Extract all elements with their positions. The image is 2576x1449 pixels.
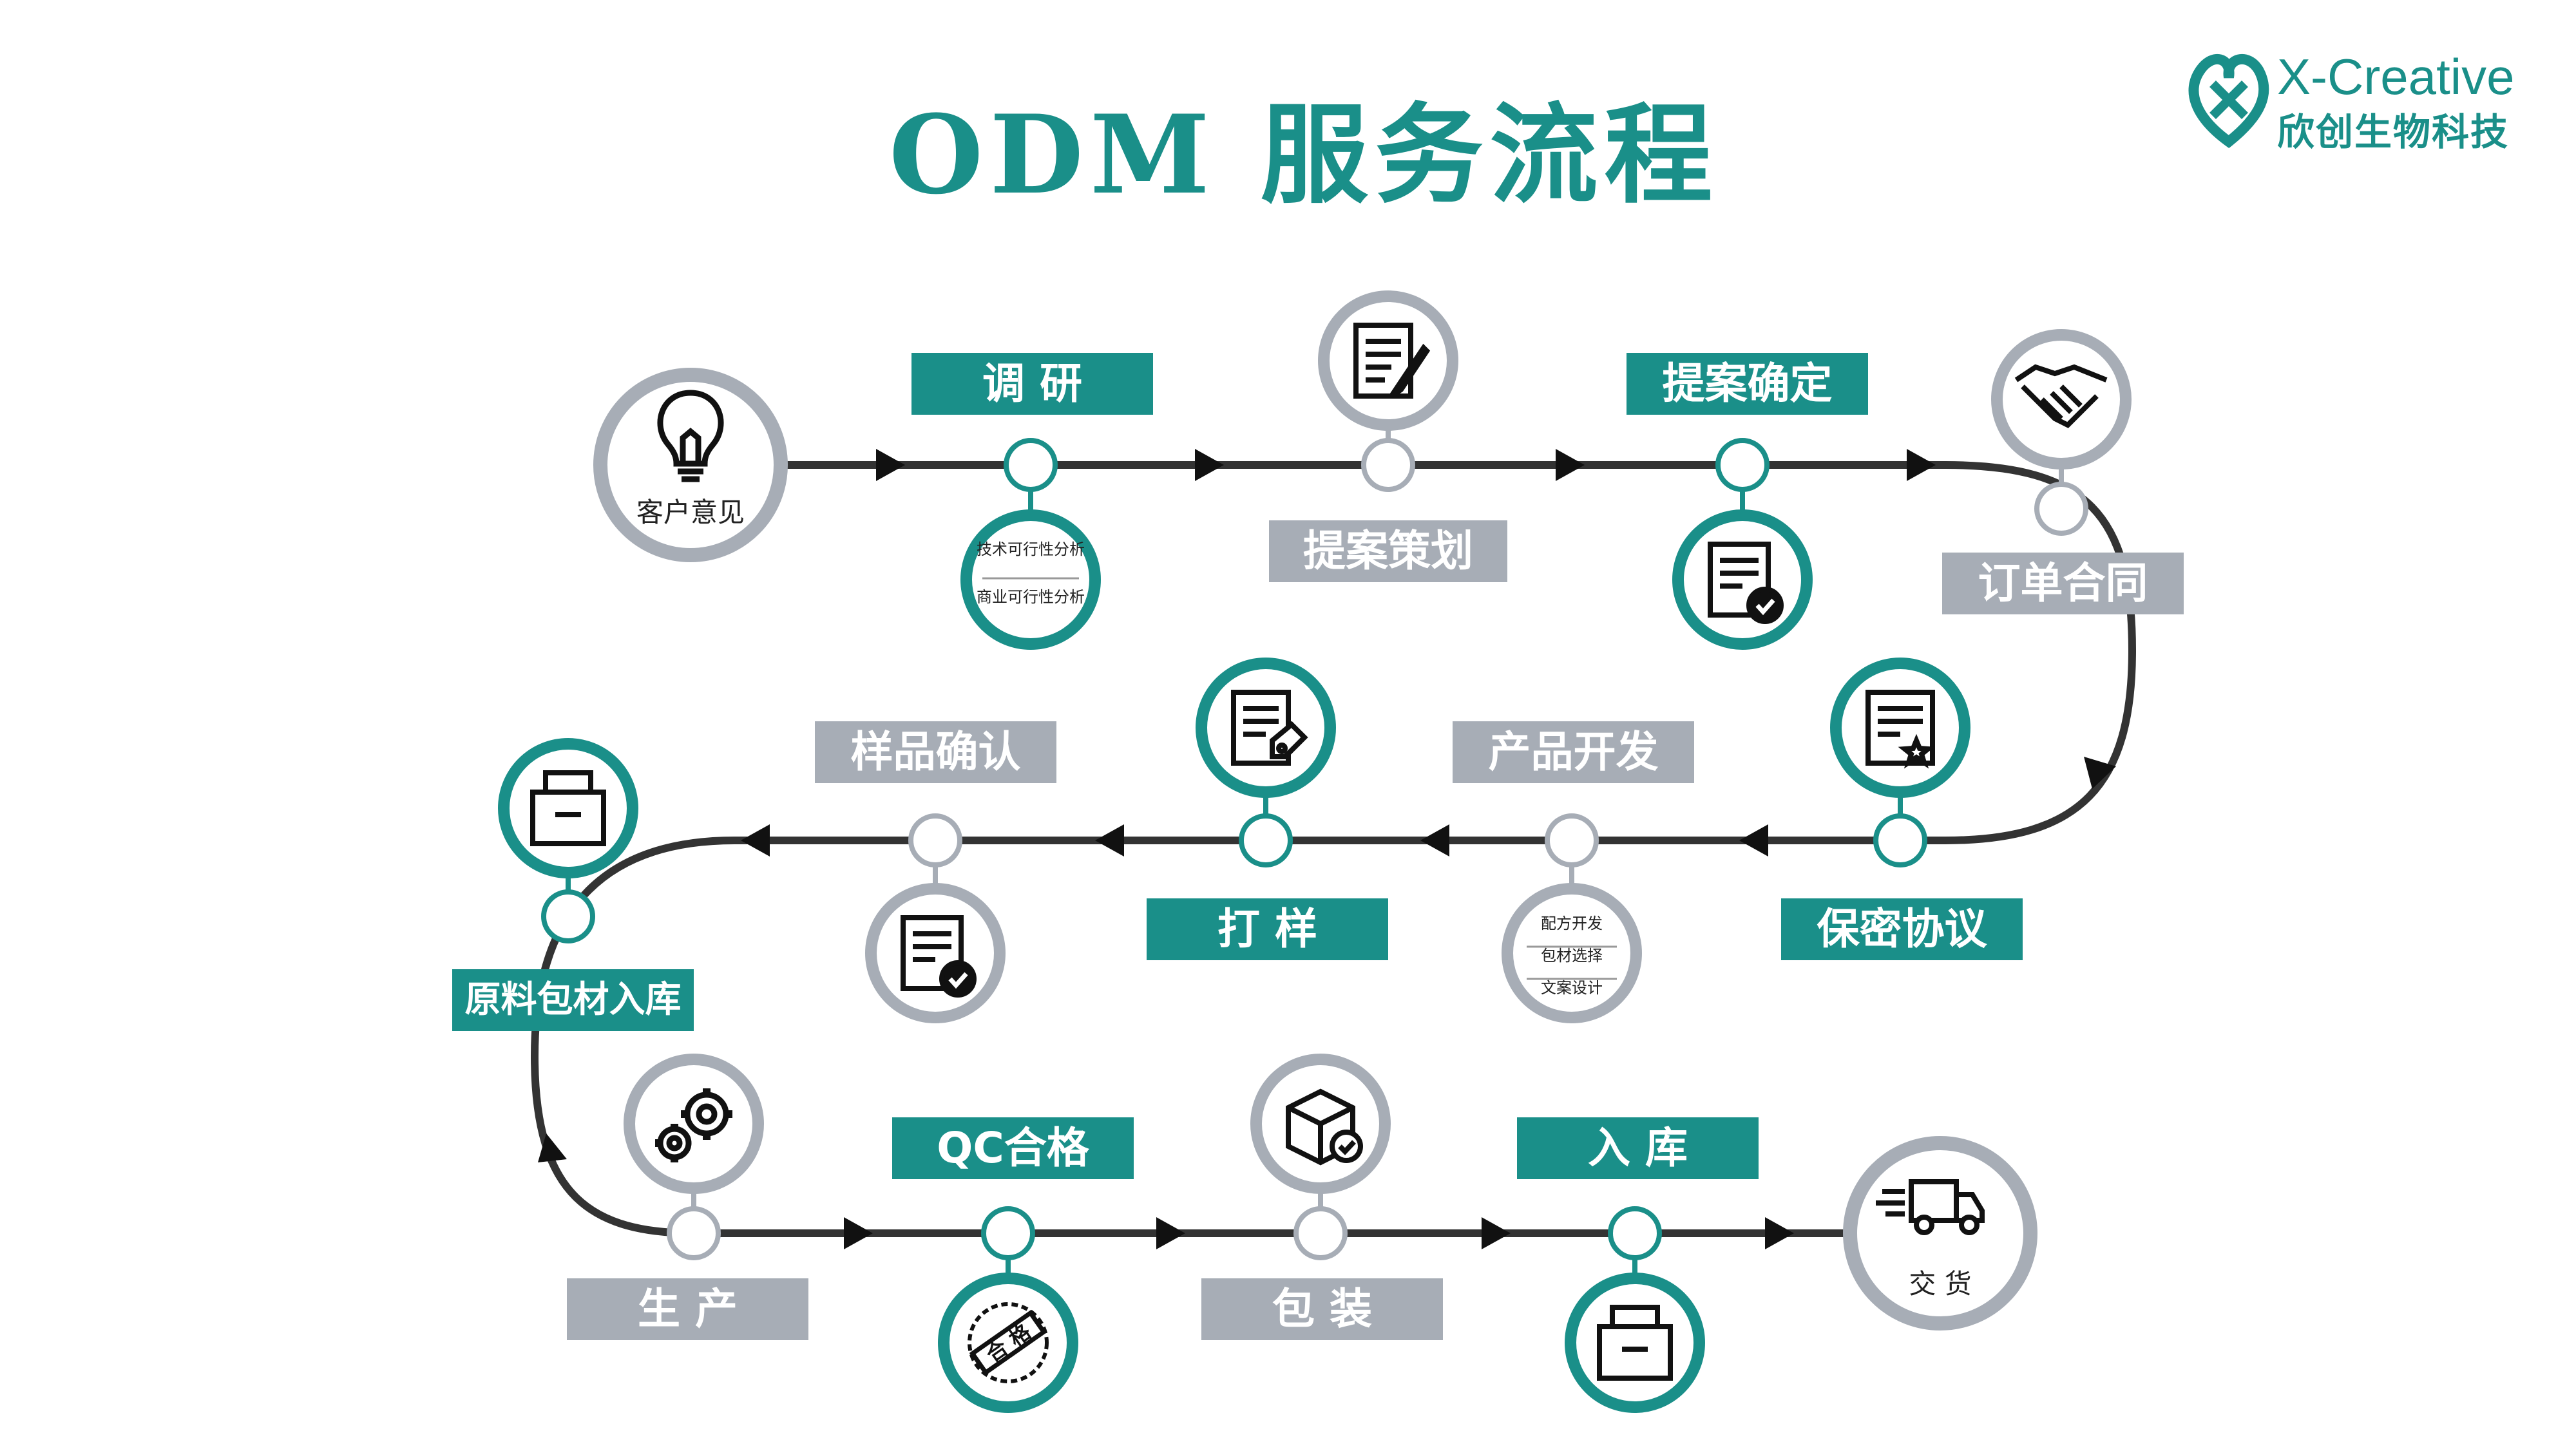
node-dot bbox=[981, 1206, 1035, 1260]
page-title: ODM 服务流程 bbox=[889, 91, 1719, 218]
gears-icon bbox=[655, 1088, 732, 1162]
document-check-icon bbox=[901, 915, 977, 998]
icon-circle-warehouse bbox=[1565, 1273, 1705, 1413]
step-label-research: 调 研 bbox=[911, 353, 1153, 415]
step-label-sample-confirm: 样品确认 bbox=[815, 721, 1056, 783]
document-tag-icon bbox=[1231, 690, 1308, 766]
arrow bbox=[1765, 1217, 1794, 1249]
company-logo: X-Creative 欣创生物科技 bbox=[2187, 45, 2548, 155]
step-label-production: 生 产 bbox=[567, 1278, 808, 1340]
icon-circle-sampling bbox=[1196, 658, 1336, 798]
icon-circle-packaging bbox=[1250, 1054, 1391, 1194]
step-label-warehouse: 入 库 bbox=[1517, 1117, 1759, 1179]
arrow bbox=[2084, 757, 2116, 789]
step-label-packaging: 包 装 bbox=[1201, 1278, 1443, 1340]
delivery-truck-icon bbox=[1876, 1179, 1985, 1235]
arrow bbox=[1095, 824, 1124, 857]
icon-circle-proposal-plan bbox=[1318, 290, 1458, 431]
step-label-development: 产品开发 bbox=[1453, 721, 1694, 783]
node-dot bbox=[1361, 438, 1415, 492]
start-node-label: 客户意见 bbox=[636, 497, 745, 528]
step-label-proposal-plan: 提案策划 bbox=[1269, 520, 1507, 582]
arrow bbox=[741, 824, 770, 857]
node-dot bbox=[1004, 438, 1058, 492]
node-dot bbox=[541, 889, 595, 943]
document-edit-icon bbox=[1353, 323, 1431, 399]
logo-heart-icon bbox=[2188, 53, 2269, 149]
node-dot bbox=[1239, 813, 1293, 867]
logo-chinese-name: 欣创生物科技 bbox=[2277, 110, 2510, 154]
sub-item-biz-feasibility: 商业可行性分析 bbox=[977, 588, 1085, 606]
icon-circle-contract bbox=[1991, 329, 2132, 469]
step-label-material-storage: 原料包材入库 bbox=[452, 969, 694, 1031]
handshake-icon bbox=[2014, 364, 2108, 428]
package-check-icon bbox=[1286, 1088, 1363, 1166]
arrow bbox=[1907, 449, 1936, 481]
step-label-contract: 订单合同 bbox=[1942, 553, 2184, 614]
node-dot bbox=[1873, 813, 1927, 867]
sub-item-tech-feasibility: 技术可行性分析 bbox=[977, 540, 1085, 558]
arrow bbox=[1420, 824, 1449, 857]
arrow bbox=[1556, 449, 1585, 481]
sub-item-packaging-select: 包材选择 bbox=[1541, 947, 1603, 965]
step-label-qc: QC合格 bbox=[892, 1117, 1134, 1179]
arrow bbox=[876, 449, 905, 481]
node-dot bbox=[667, 1206, 721, 1260]
storage-box-icon bbox=[530, 770, 606, 846]
icon-circle-development bbox=[1502, 883, 1642, 1023]
logo-english-name: X-Creative bbox=[2277, 48, 2515, 105]
arrow bbox=[1739, 824, 1768, 857]
step-label-sampling: 打 样 bbox=[1147, 898, 1388, 960]
certificate-icon bbox=[1865, 690, 1935, 769]
node-dot bbox=[1293, 1206, 1348, 1260]
icon-circle-material-storage bbox=[498, 738, 638, 878]
sub-item-formula: 配方开发 bbox=[1541, 914, 1603, 933]
icon-circle-sample-confirm bbox=[865, 883, 1006, 1023]
node-dot bbox=[1608, 1206, 1662, 1260]
storage-box-icon bbox=[1597, 1305, 1673, 1381]
path-nodes bbox=[541, 438, 2088, 1260]
arrow bbox=[1195, 449, 1224, 481]
icon-circle-qc: 合 格 bbox=[938, 1273, 1078, 1413]
arrow bbox=[538, 1133, 567, 1162]
icon-circle-research bbox=[960, 509, 1101, 650]
document-check-icon bbox=[1708, 542, 1784, 624]
step-label-nda: 保密协议 bbox=[1781, 898, 2023, 960]
arrow bbox=[1156, 1217, 1185, 1249]
icon-circle-nda bbox=[1830, 658, 1970, 798]
node-dot bbox=[2034, 482, 2088, 536]
node-dot bbox=[908, 813, 962, 867]
icon-circle-proposal-confirm bbox=[1672, 509, 1813, 650]
sub-item-copy-design: 文案设计 bbox=[1541, 979, 1603, 997]
start-node bbox=[593, 368, 788, 562]
lightbulb-icon bbox=[657, 390, 724, 482]
end-node-label: 交 货 bbox=[1909, 1268, 1972, 1300]
node-dot bbox=[1545, 813, 1599, 867]
arrow bbox=[844, 1217, 873, 1249]
node-dot bbox=[1715, 438, 1770, 492]
arrow bbox=[1482, 1217, 1511, 1249]
icon-circle-production bbox=[624, 1054, 764, 1194]
flow-arrows bbox=[538, 449, 2116, 1249]
end-node bbox=[1843, 1136, 2037, 1331]
step-label-proposal-confirm: 提案确定 bbox=[1627, 353, 1868, 415]
